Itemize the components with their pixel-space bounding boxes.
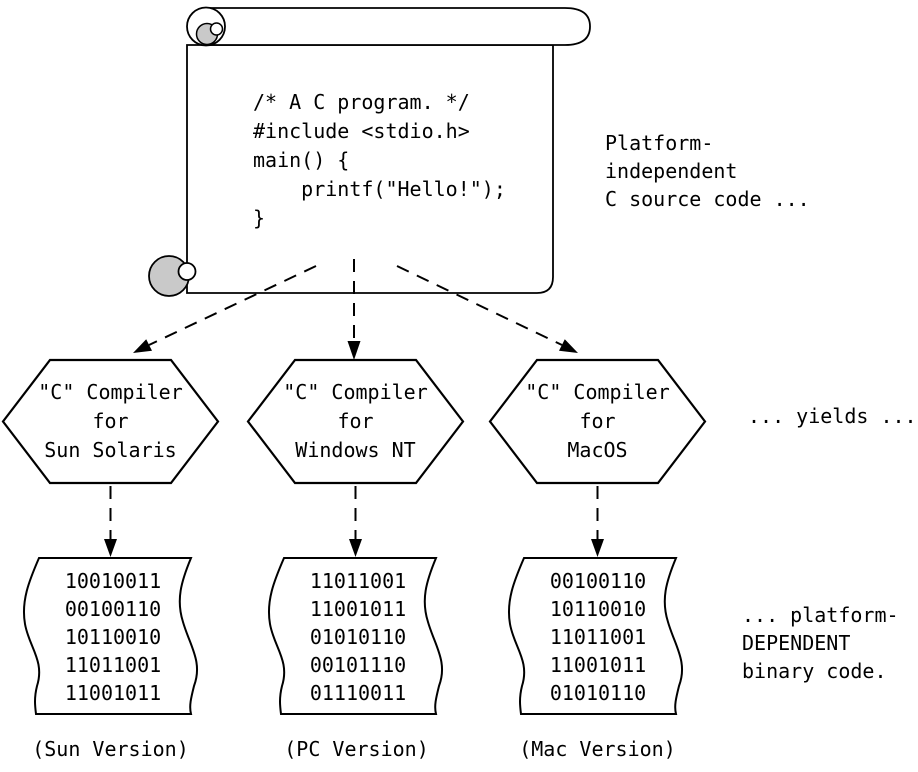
document-sun-binary xyxy=(23,557,199,715)
binary-documents xyxy=(23,557,684,715)
arrows-source-to-compilers xyxy=(133,259,578,360)
arrow-to-mac-compiler xyxy=(396,265,563,346)
compiler-label-mac: "C" Compiler for MacOS xyxy=(525,380,670,462)
annotation-platform-dependent: ... platform- DEPENDENT binary code. xyxy=(742,603,899,683)
compiler-label-sun: "C" Compiler for Sun Solaris xyxy=(38,380,183,462)
binary-code-mac: 00100110 10110010 11011001 11001011 0101… xyxy=(549,569,647,705)
binary-code-sun: 10010011 00100110 10110010 11011001 1100… xyxy=(64,569,162,705)
hexagon-windows-compiler xyxy=(246,358,465,485)
caption-pc-version: (PC Version) xyxy=(284,737,429,761)
document-pc-binary xyxy=(268,557,444,715)
arrowhead-icon xyxy=(349,539,362,557)
arrowhead-icon xyxy=(591,539,604,557)
hexagon-mac-compiler xyxy=(488,358,707,485)
c-source-code: /* A C program. */ #include <stdio.h> ma… xyxy=(253,90,506,230)
source-scroll-shape xyxy=(148,6,591,297)
compiler-hexagons xyxy=(1,358,707,485)
compiler-label-windows: "C" Compiler for Windows NT xyxy=(283,380,428,462)
arrowhead-icon xyxy=(347,341,361,360)
arrowhead-icon xyxy=(104,539,117,557)
annotation-platform-independent: Platform- independent C source code ... xyxy=(605,131,810,211)
caption-mac-version: (Mac Version) xyxy=(519,737,676,761)
arrowhead-icon xyxy=(559,339,578,353)
caption-sun-version: (Sun Version) xyxy=(32,737,189,761)
binary-code-pc: 11011001 11001011 01010110 00101110 0111… xyxy=(309,569,407,705)
arrowhead-icon xyxy=(133,339,152,353)
document-mac-binary xyxy=(508,557,684,715)
arrow-to-sun-compiler xyxy=(148,265,317,346)
annotation-yields: ... yields ... xyxy=(748,404,917,428)
arrows-compilers-to-binaries xyxy=(104,486,604,557)
hexagon-sun-compiler xyxy=(1,358,220,485)
